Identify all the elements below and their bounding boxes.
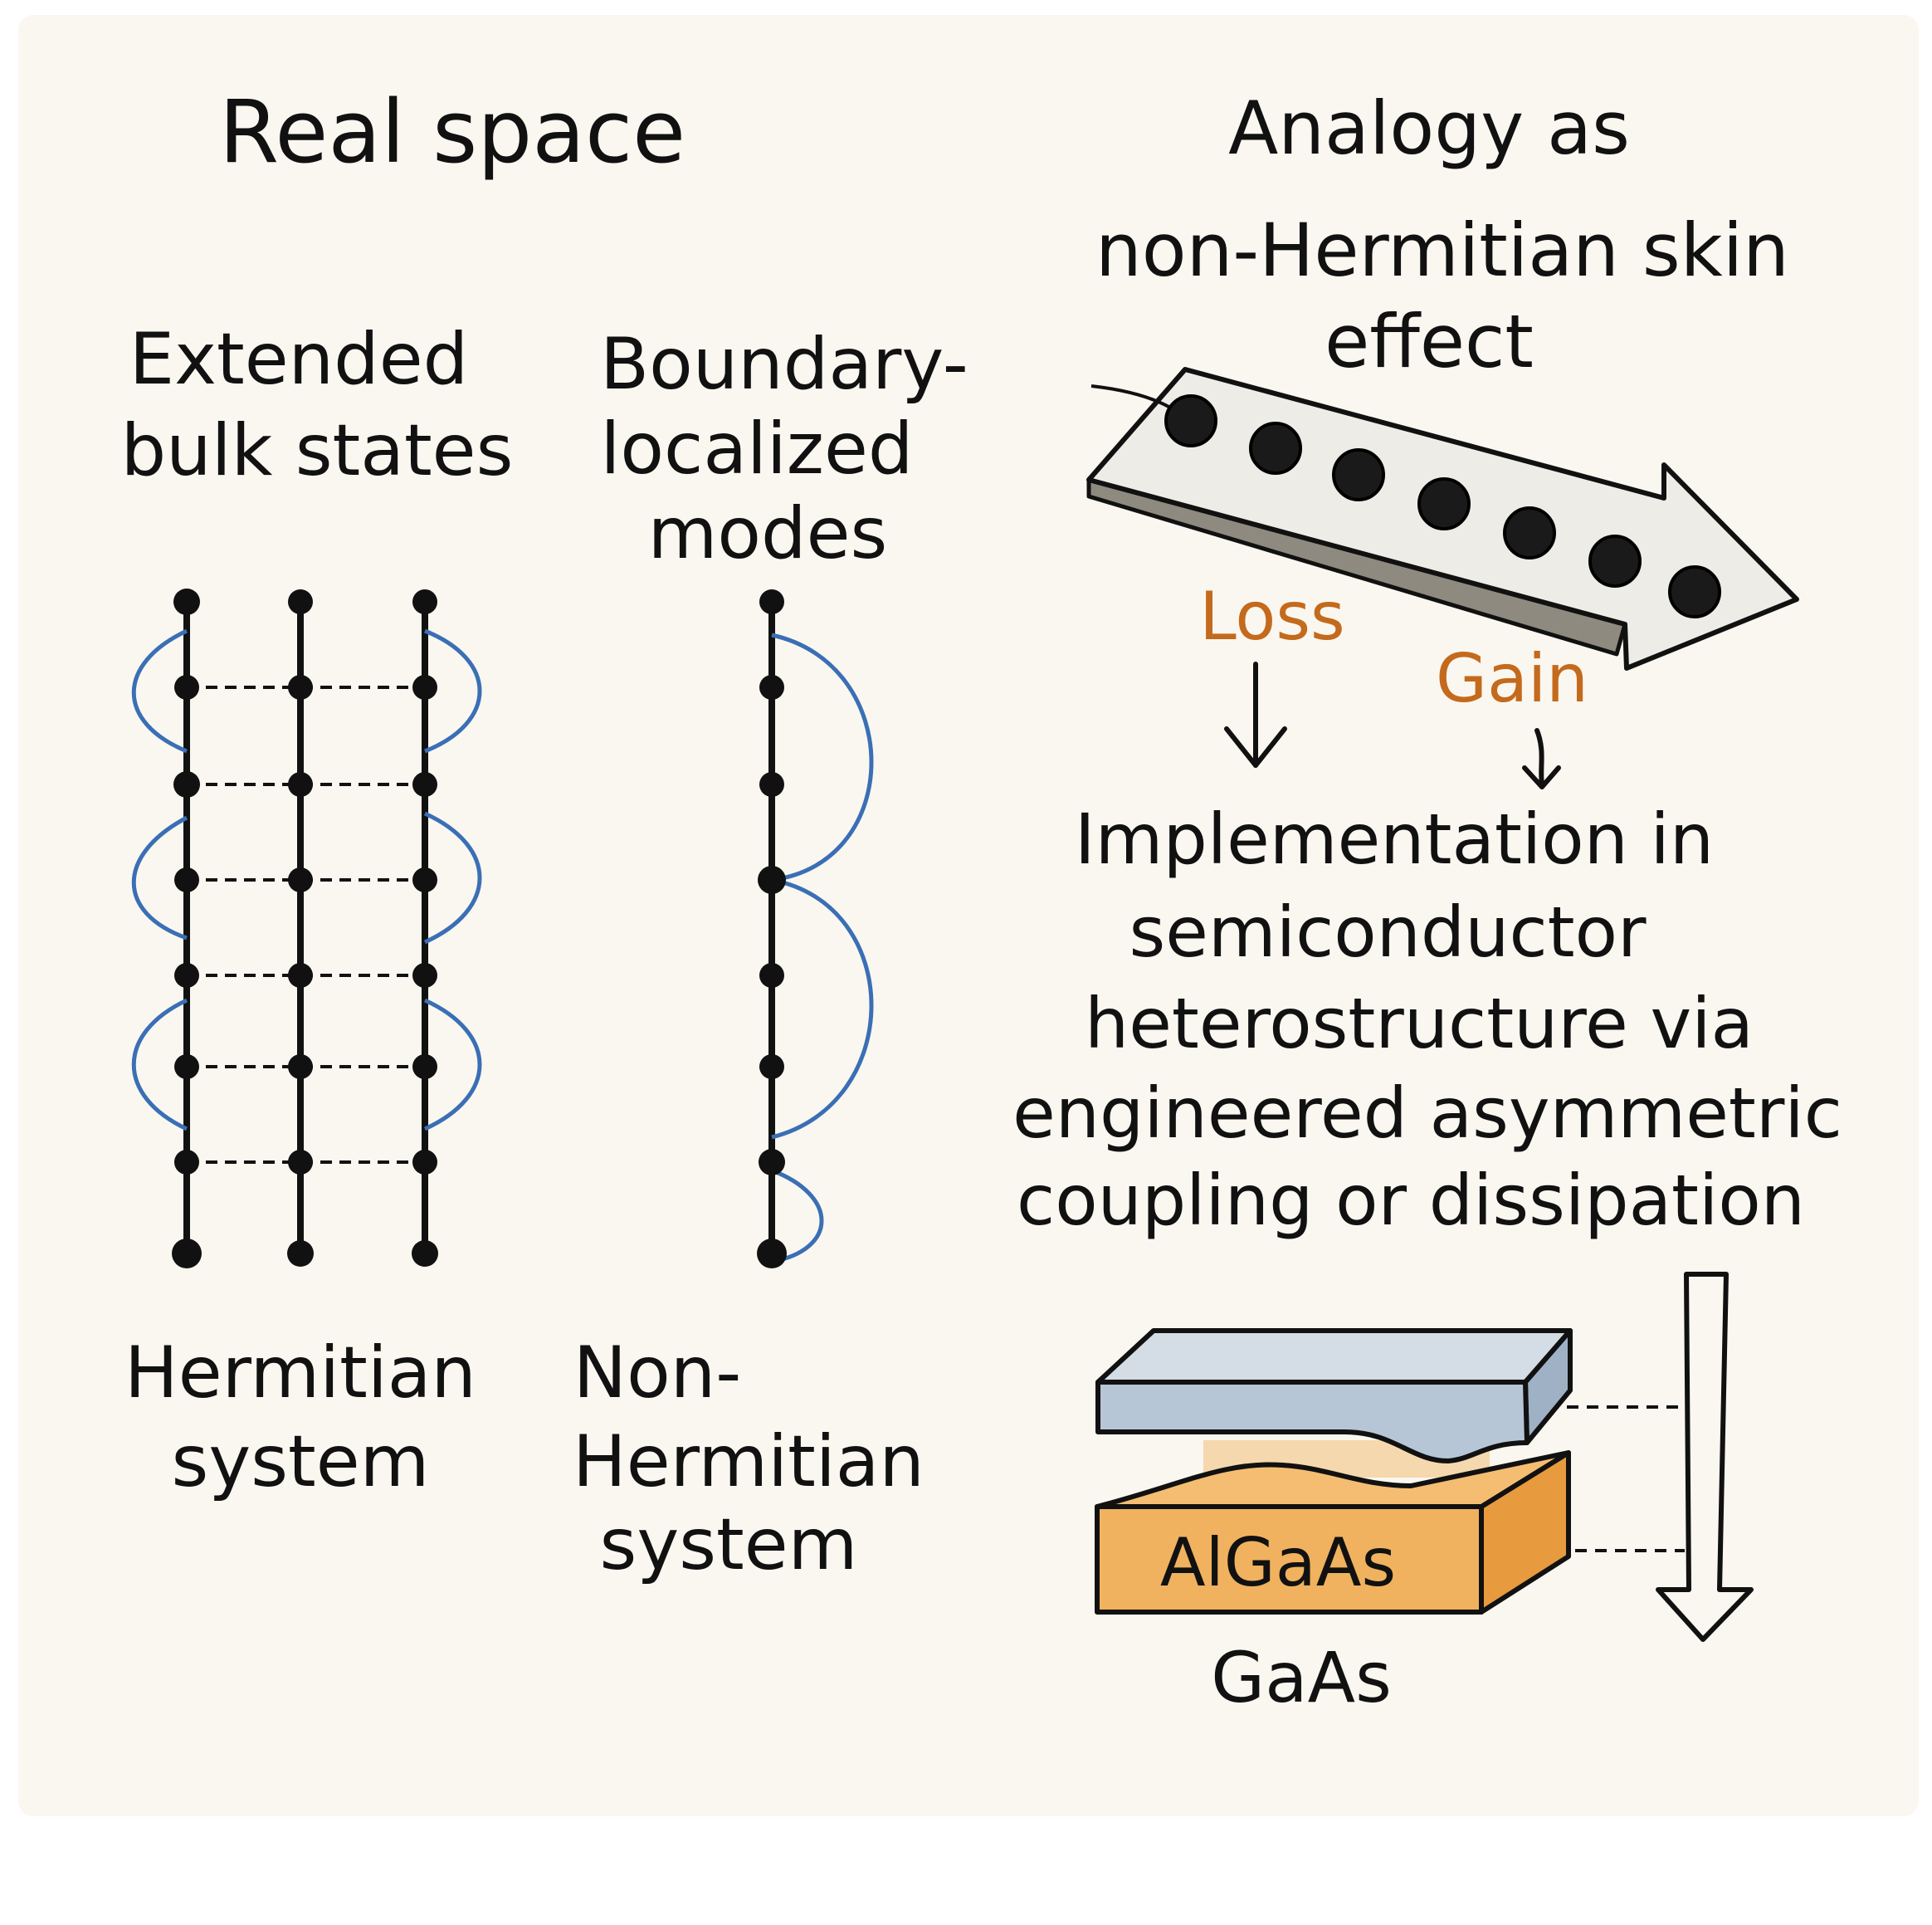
label-hermitian-line-1: Hermitian [124, 1331, 476, 1414]
label-boundary-line-1: Boundary- [600, 323, 968, 406]
skin-effect-particles [1164, 394, 1721, 618]
label-non-hermitian-line-2: Hermitian [573, 1420, 925, 1503]
implementation-line-1: Implementation in [1075, 799, 1714, 880]
layer-gaas-label: GaAs [1211, 1637, 1392, 1718]
label-non-hermitian-system: Non- Hermitian system [573, 1331, 925, 1586]
gain-label: Gain [1436, 640, 1588, 717]
lattice-nodes [172, 589, 438, 1268]
layer-top-upper [1095, 1328, 1573, 1385]
implementation-line-5: coupling or dissipation [1017, 1160, 1805, 1241]
implementation-text: Implementation in semiconductor heterost… [1012, 799, 1842, 1241]
down-arrow-icon [1656, 1272, 1754, 1642]
label-non-hermitian-line-1: Non- [573, 1331, 742, 1414]
layer-bottom-front [1095, 1504, 1484, 1615]
boundary-wave [771, 633, 874, 1264]
implementation-line-4: engineered asymmetric [1012, 1072, 1842, 1154]
layer-top-front [1095, 1380, 1530, 1463]
label-extended-line-2: bulk states [121, 409, 514, 492]
loss-arrow-icon [1224, 662, 1287, 768]
layer-bottom-top [1095, 1450, 1571, 1509]
implementation-line-2: semiconductor [1129, 892, 1646, 973]
label-non-hermitian-line-3: system [600, 1503, 858, 1586]
heterostructure: AlGaAs GaAs [1095, 1328, 1685, 1718]
skin-effect-arrow [1086, 367, 1799, 671]
label-boundary-line-2: localized [601, 408, 914, 491]
gain-arrow-icon [1522, 728, 1561, 789]
label-extended-line-1: Extended [129, 318, 468, 401]
heading-analogy-line-1: Analogy as [1228, 86, 1630, 171]
label-hermitian-line-2: system [172, 1420, 430, 1503]
label-extended-bulk-states: Extended bulk states [121, 318, 514, 492]
loss-label: Loss [1199, 578, 1344, 655]
heading-analogy: Analogy as non-Hermitian skin effect [1095, 86, 1789, 384]
heading-analogy-line-3: effect [1325, 299, 1534, 384]
heading-real-space: Real space [219, 81, 685, 183]
extended-wave-right [423, 628, 482, 1131]
implementation-line-3: heterostructure via [1085, 983, 1754, 1064]
extended-wave-left [131, 628, 188, 1131]
label-boundary-line-3: modes [648, 492, 888, 575]
hermitian-lattice [131, 589, 482, 1268]
label-boundary-localized-modes: Boundary- localized modes [600, 323, 968, 575]
layer-algaas-label: AlGaAs [1160, 1524, 1396, 1601]
heading-analogy-line-2: non-Hermitian skin [1095, 208, 1789, 293]
chain-nodes [757, 589, 787, 1268]
non-hermitian-chain [757, 589, 874, 1268]
label-hermitian-system: Hermitian system [124, 1331, 476, 1503]
